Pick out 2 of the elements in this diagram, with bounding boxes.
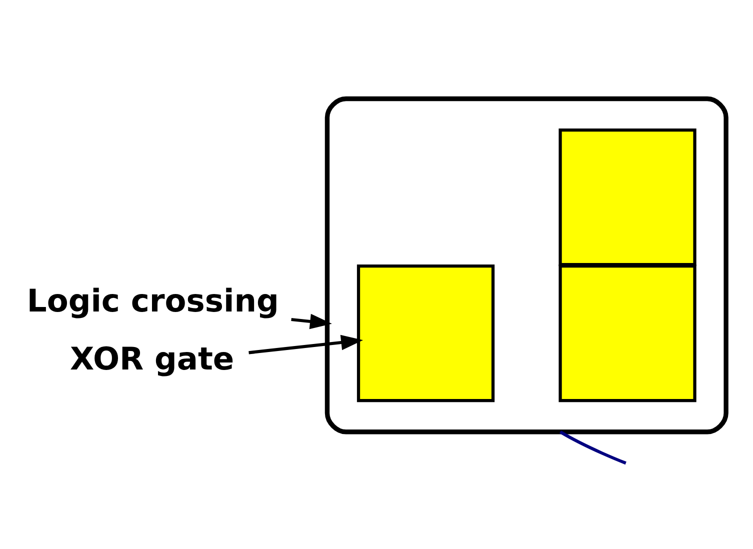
- node-text: Logic crossing: [26, 282, 279, 319]
- node-text: XOR gate: [70, 340, 234, 377]
